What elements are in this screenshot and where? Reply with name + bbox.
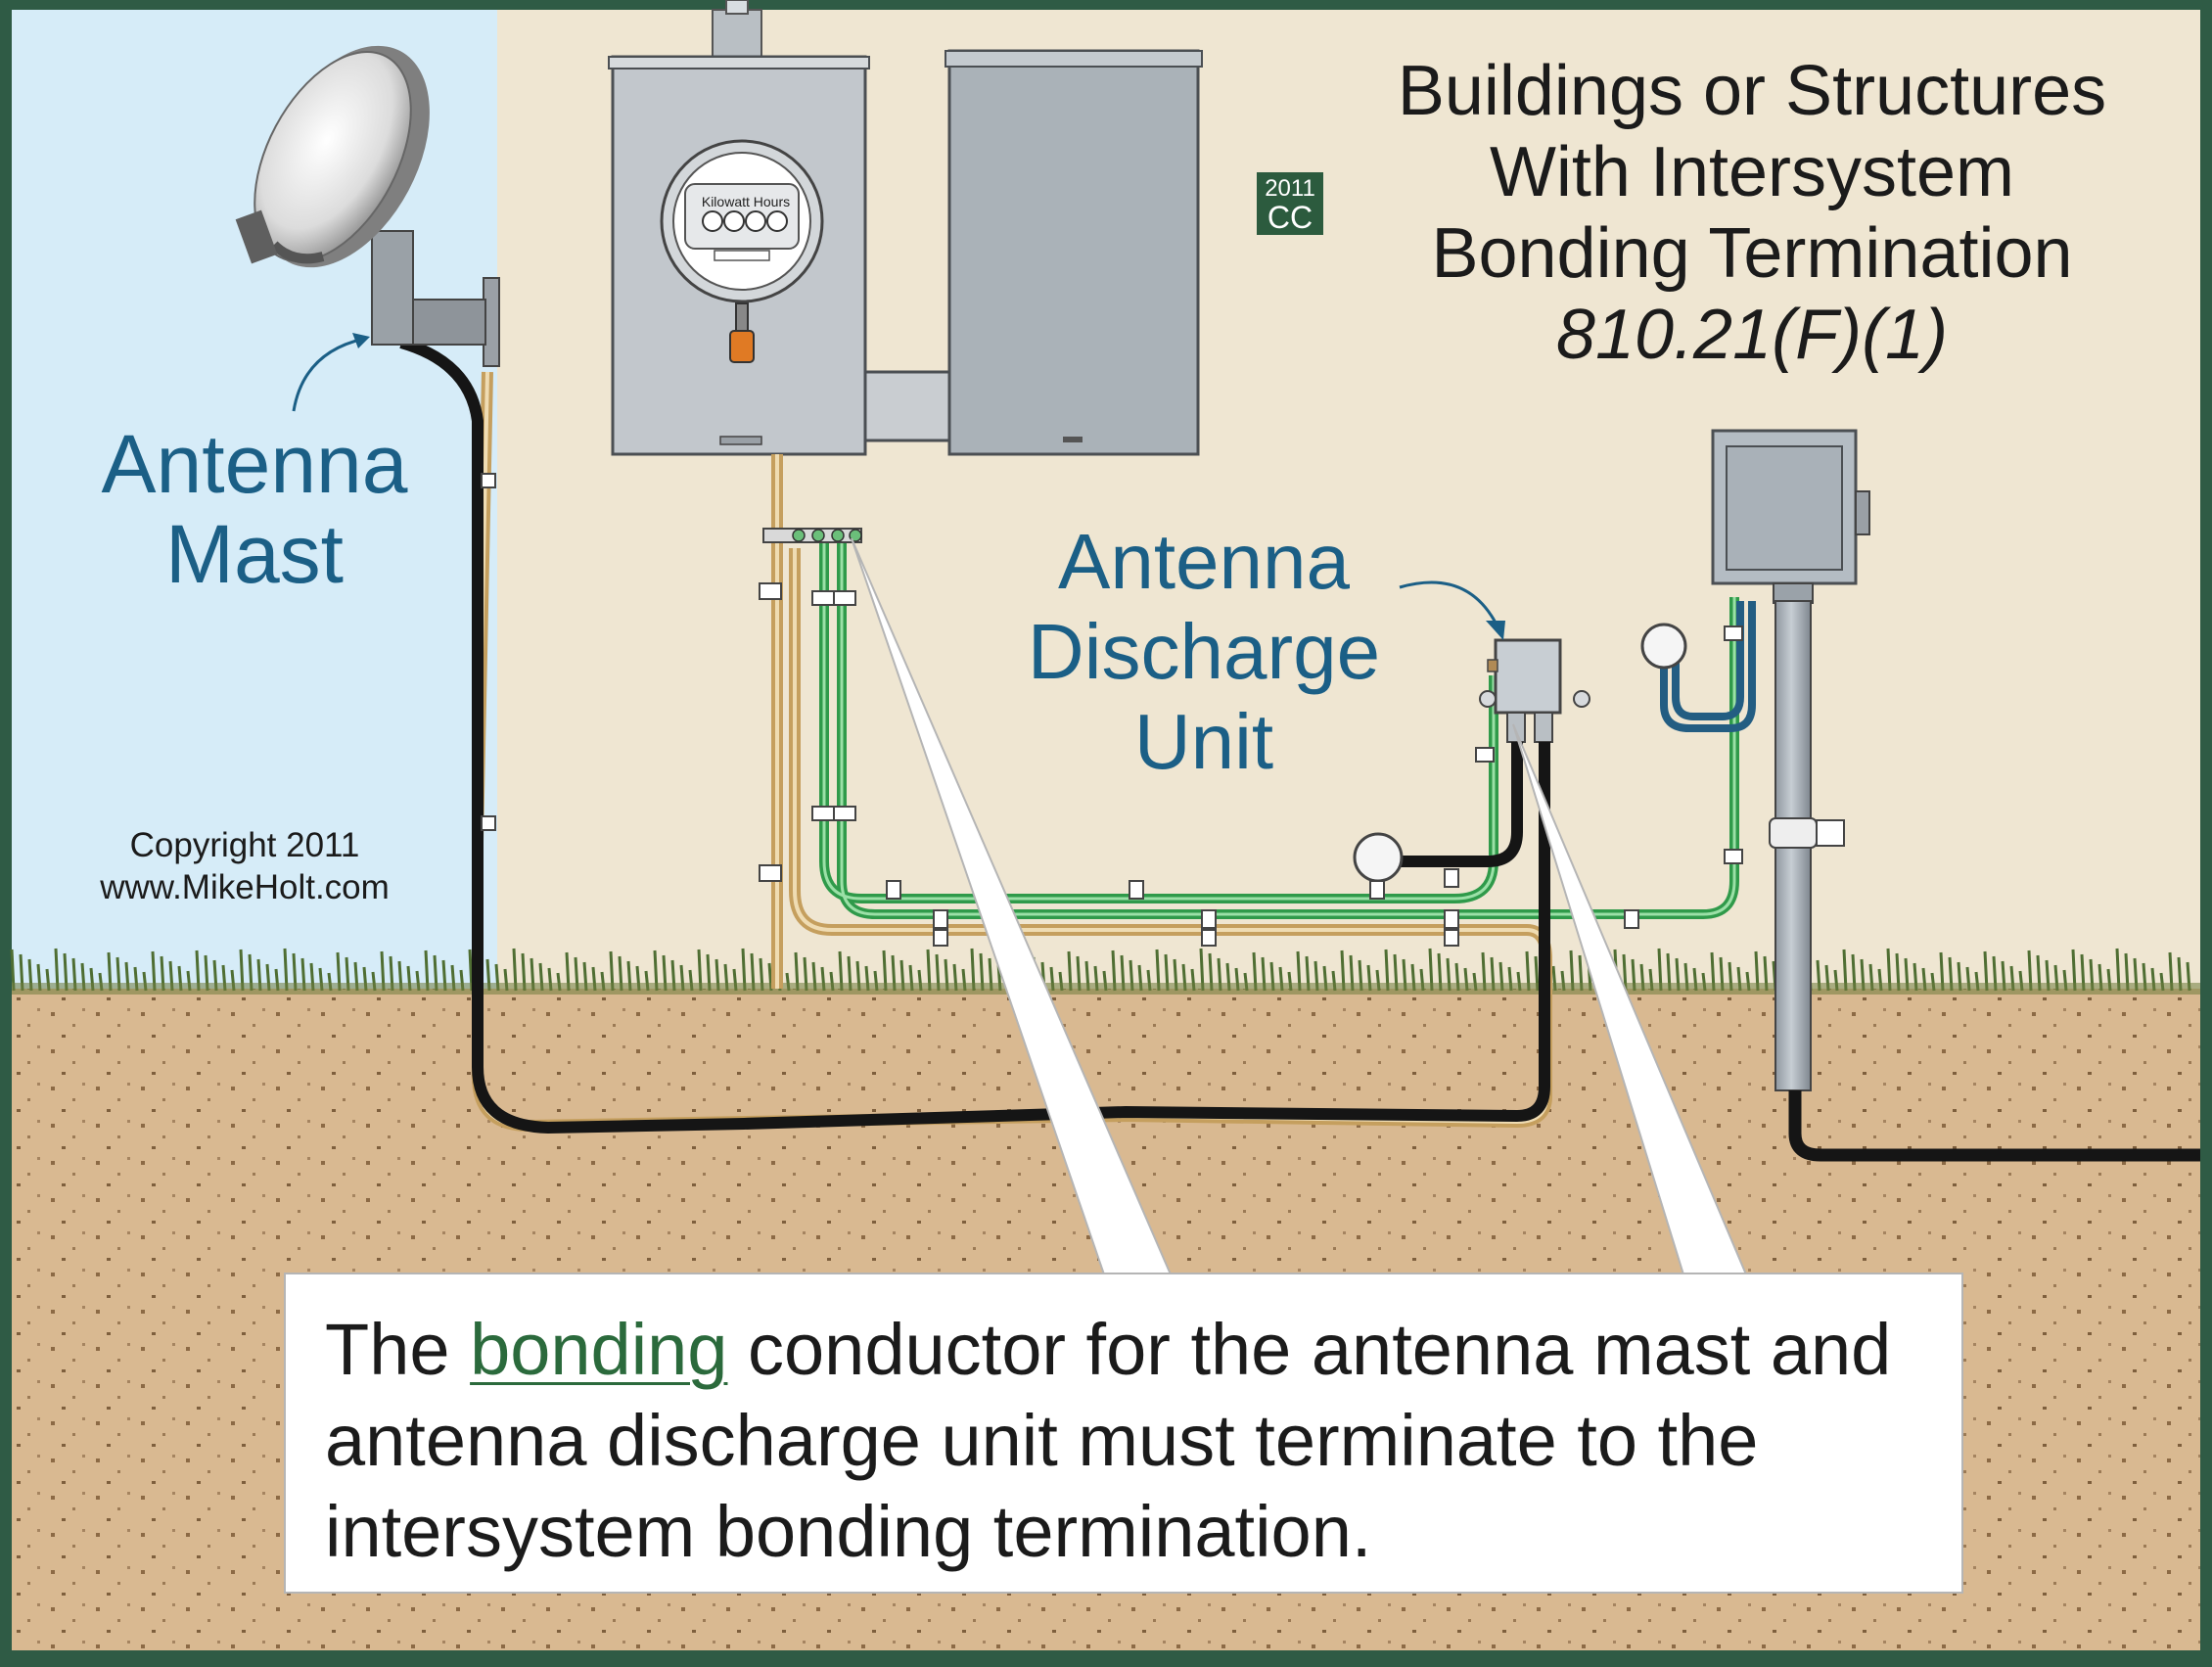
- copyright-line-2: www.MikeHolt.com: [100, 868, 390, 906]
- code-cycle-badge: 2011 CC: [1257, 172, 1323, 235]
- title-line-2: With Intersystem: [1489, 133, 2015, 211]
- code-reference: 810.21(F)(1): [1555, 296, 1949, 374]
- antenna-discharge-unit: [1479, 638, 1590, 743]
- bonding-link[interactable]: bonding: [470, 1309, 728, 1390]
- service-conduit: [1769, 582, 2200, 1162]
- blue-conductor: [1660, 601, 1756, 732]
- junction-box: [1711, 429, 1870, 585]
- meter-enclosure: [608, 0, 870, 456]
- copyright-line-1: Copyright 2011: [129, 826, 360, 864]
- antenna-mast-label-line-1: Antenna: [101, 418, 408, 510]
- grass-base: [12, 983, 2200, 995]
- callout-box: The bonding conductor for the antenna ma…: [284, 1273, 1963, 1594]
- wall-penetration-left: [1353, 832, 1404, 883]
- badge-tag: CC: [1267, 200, 1313, 235]
- service-panel: [863, 49, 1203, 456]
- diagram-title: Buildings or Structures With Intersystem…: [1302, 51, 2202, 376]
- conductor-straps: [481, 473, 1743, 947]
- discharge-unit-label-line-3: Unit: [1133, 698, 1274, 785]
- discharge-unit-label: Antenna Discharge Unit: [998, 517, 1409, 787]
- discharge-unit-label-line-2: Discharge: [1027, 608, 1381, 695]
- antenna-mast-label: Antenna Mast: [59, 419, 450, 599]
- callout-text-pre: The: [325, 1309, 471, 1390]
- grass-blades: [10, 948, 2191, 992]
- meter-face-label: Kilowatt Hours: [701, 194, 791, 209]
- grass-tufts: [10, 948, 2191, 992]
- discharge-unit-label-line-1: Antenna: [1057, 518, 1351, 605]
- badge-year: 2011: [1265, 175, 1315, 202]
- title-line-1: Buildings or Structures: [1397, 52, 2107, 130]
- intersystem-bonding-termination: [762, 528, 862, 543]
- antenna-mast-label-line-2: Mast: [164, 508, 345, 600]
- wall-penetration-right: [1640, 623, 1687, 670]
- antenna-mast: [371, 230, 500, 367]
- copyright-notice: Copyright 2011 www.MikeHolt.com: [59, 824, 431, 908]
- bonding-conductors-inner: [822, 536, 1736, 916]
- coax-cable: [399, 337, 1550, 1134]
- callout-text-post: conductor for the antenna mast and anten…: [325, 1309, 1892, 1572]
- satellite-dish: [235, 45, 430, 268]
- title-line-3: Bonding Termination: [1431, 214, 2073, 293]
- leader-arrowheads: [352, 333, 1505, 640]
- leader-arrows: [292, 337, 1499, 627]
